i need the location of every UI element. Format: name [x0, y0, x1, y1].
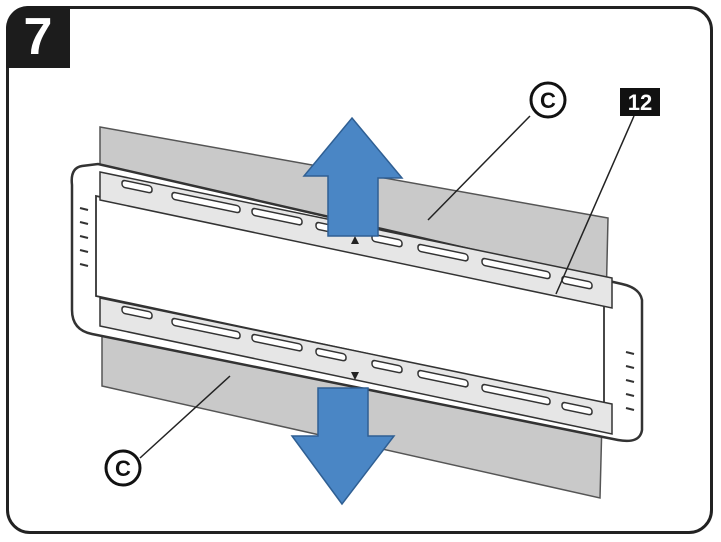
slot [417, 243, 469, 262]
slot [561, 401, 593, 416]
leader-line-12 [555, 115, 635, 295]
callout-c-top [529, 81, 567, 119]
callout-12-box [620, 88, 660, 116]
triangle-down-icon [351, 372, 359, 380]
slot [417, 369, 469, 388]
callout-c-bottom-label: C [115, 456, 131, 481]
callout-c-top-label: C [540, 88, 556, 113]
triangle-up-icon [351, 236, 359, 244]
callout-c-bottom [104, 449, 142, 487]
slot [121, 179, 153, 194]
arrow-down-icon [290, 387, 396, 506]
slot [315, 347, 347, 362]
step-number-badge: 7 [6, 6, 70, 68]
callout-12-label: 12 [628, 90, 652, 115]
slot [481, 383, 551, 406]
slot [371, 359, 403, 374]
slot [171, 317, 241, 340]
slot [371, 233, 403, 248]
bottom-rail-slots [121, 305, 593, 416]
slot [251, 333, 303, 352]
leader-line-c-top [427, 115, 531, 221]
slot [481, 257, 551, 280]
leader-line-c-bottom [139, 375, 231, 459]
left-end-ticks [79, 207, 89, 267]
slot [251, 207, 303, 226]
slot [121, 305, 153, 320]
arrow-up-icon [302, 116, 404, 237]
slot [171, 191, 241, 214]
right-end-ticks [625, 351, 635, 411]
